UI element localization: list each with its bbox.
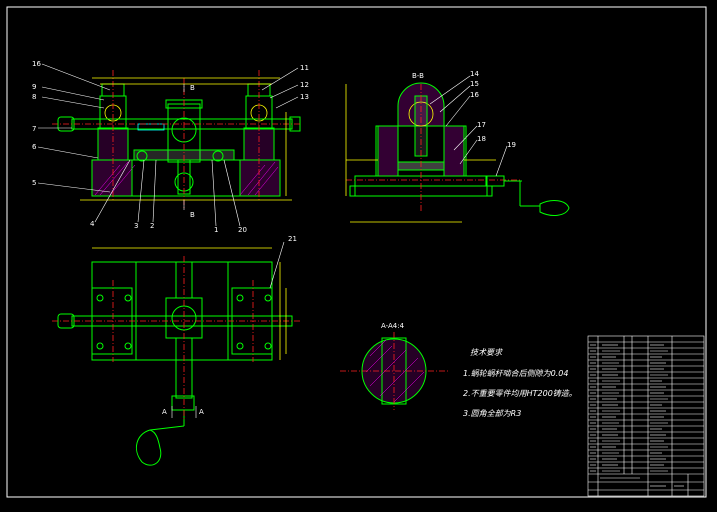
tech-note-1: 1.蜗轮蜗杆啮合后侧隙为0.04 [463, 369, 568, 378]
balloon-17: 17 [477, 121, 486, 129]
balloon-5: 5 [32, 179, 36, 187]
plan-a-left-label: A [162, 408, 167, 416]
balloon-6: 6 [32, 143, 37, 151]
balloon-2: 2 [150, 222, 154, 230]
balloon-11: 11 [300, 64, 309, 72]
parts-list [587, 335, 705, 497]
balloon-12: 12 [300, 81, 309, 89]
balloon-3: 3 [134, 222, 138, 230]
tech-note-3: 3.圆角全部为R3 [463, 409, 521, 418]
base-hatch [94, 161, 279, 196]
front-leaders [37, 63, 299, 227]
plan-view [52, 241, 300, 466]
tech-notes-heading: 技术要求 [470, 348, 503, 357]
balloon-21: 21 [288, 235, 297, 243]
balloon-18: 18 [477, 135, 486, 143]
balloon-14: 14 [470, 70, 479, 78]
balloon-15: 15 [470, 80, 479, 88]
balloon-9: 9 [32, 83, 36, 91]
balloon-1: 1 [214, 226, 218, 234]
balloon-16-side: 16 [470, 91, 479, 99]
parts-list-rows [588, 341, 704, 491]
drawing-border [6, 6, 707, 498]
balloon-4: 4 [90, 220, 95, 228]
plan-a-right-label: A [199, 408, 204, 416]
section-aa-title: A-A4:4 [381, 322, 405, 330]
tech-note-2: 2.不重要零件均用HT200铸造。 [463, 389, 577, 398]
side-leaders [429, 75, 508, 177]
side-view [345, 82, 570, 223]
balloon-13: 13 [300, 93, 309, 101]
balloon-16: 16 [32, 60, 41, 68]
balloon-8: 8 [32, 93, 36, 101]
balloon-19: 19 [507, 141, 516, 149]
front-b-bottom-label: B [190, 211, 195, 219]
front-b-top-label: B [190, 84, 195, 92]
balloon-20: 20 [238, 226, 247, 234]
front-view [52, 70, 302, 210]
tech-notes: 技术要求 1.蜗轮蜗杆啮合后侧隙为0.04 2.不重要零件均用HT200铸造。 … [463, 348, 577, 418]
section-aa [340, 332, 448, 410]
side-view-title: B-B [412, 72, 424, 80]
balloon-7: 7 [32, 125, 36, 133]
parts-list-marks [590, 344, 684, 487]
